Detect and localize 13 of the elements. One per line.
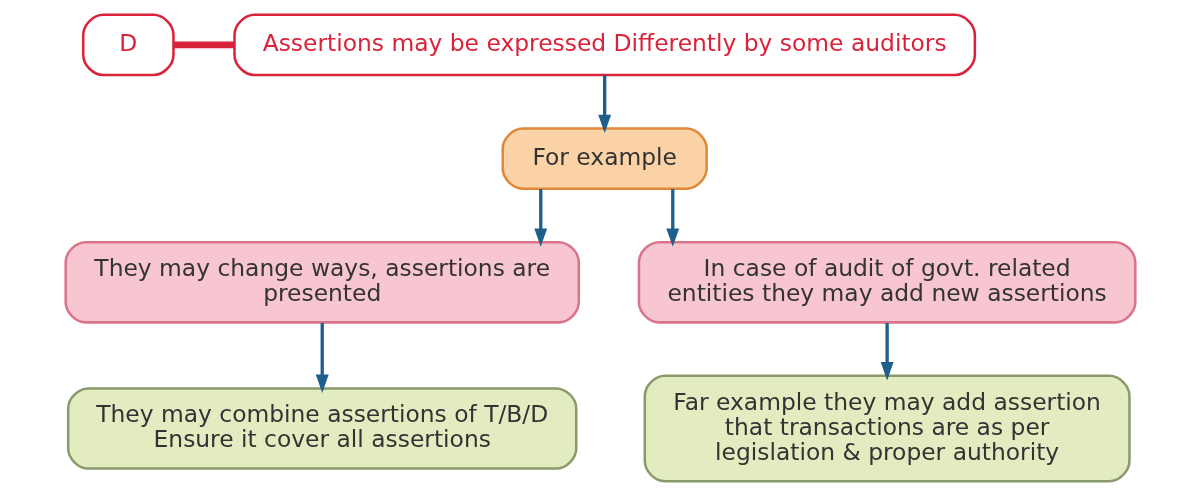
connector <box>173 41 235 49</box>
node-box: They may change ways, assertions are presented <box>64 240 581 324</box>
arrow <box>880 323 894 381</box>
node-box: Assertions may be expressed Differently by some auditors <box>233 13 977 77</box>
node-box: They may combine assertions of T/B/D Ensure it cover all assertions <box>66 387 578 470</box>
node-box: Far example they may add assertion that transactions are as per legislation & proper authority <box>643 374 1131 483</box>
node-box: For example <box>501 127 708 190</box>
arrow <box>666 189 680 247</box>
node-box: D <box>81 13 175 77</box>
arrow <box>315 323 329 394</box>
arrow <box>534 189 548 247</box>
node-box: In case of audit of govt. related entities they may add new assertions <box>637 240 1137 324</box>
arrow <box>598 75 612 134</box>
